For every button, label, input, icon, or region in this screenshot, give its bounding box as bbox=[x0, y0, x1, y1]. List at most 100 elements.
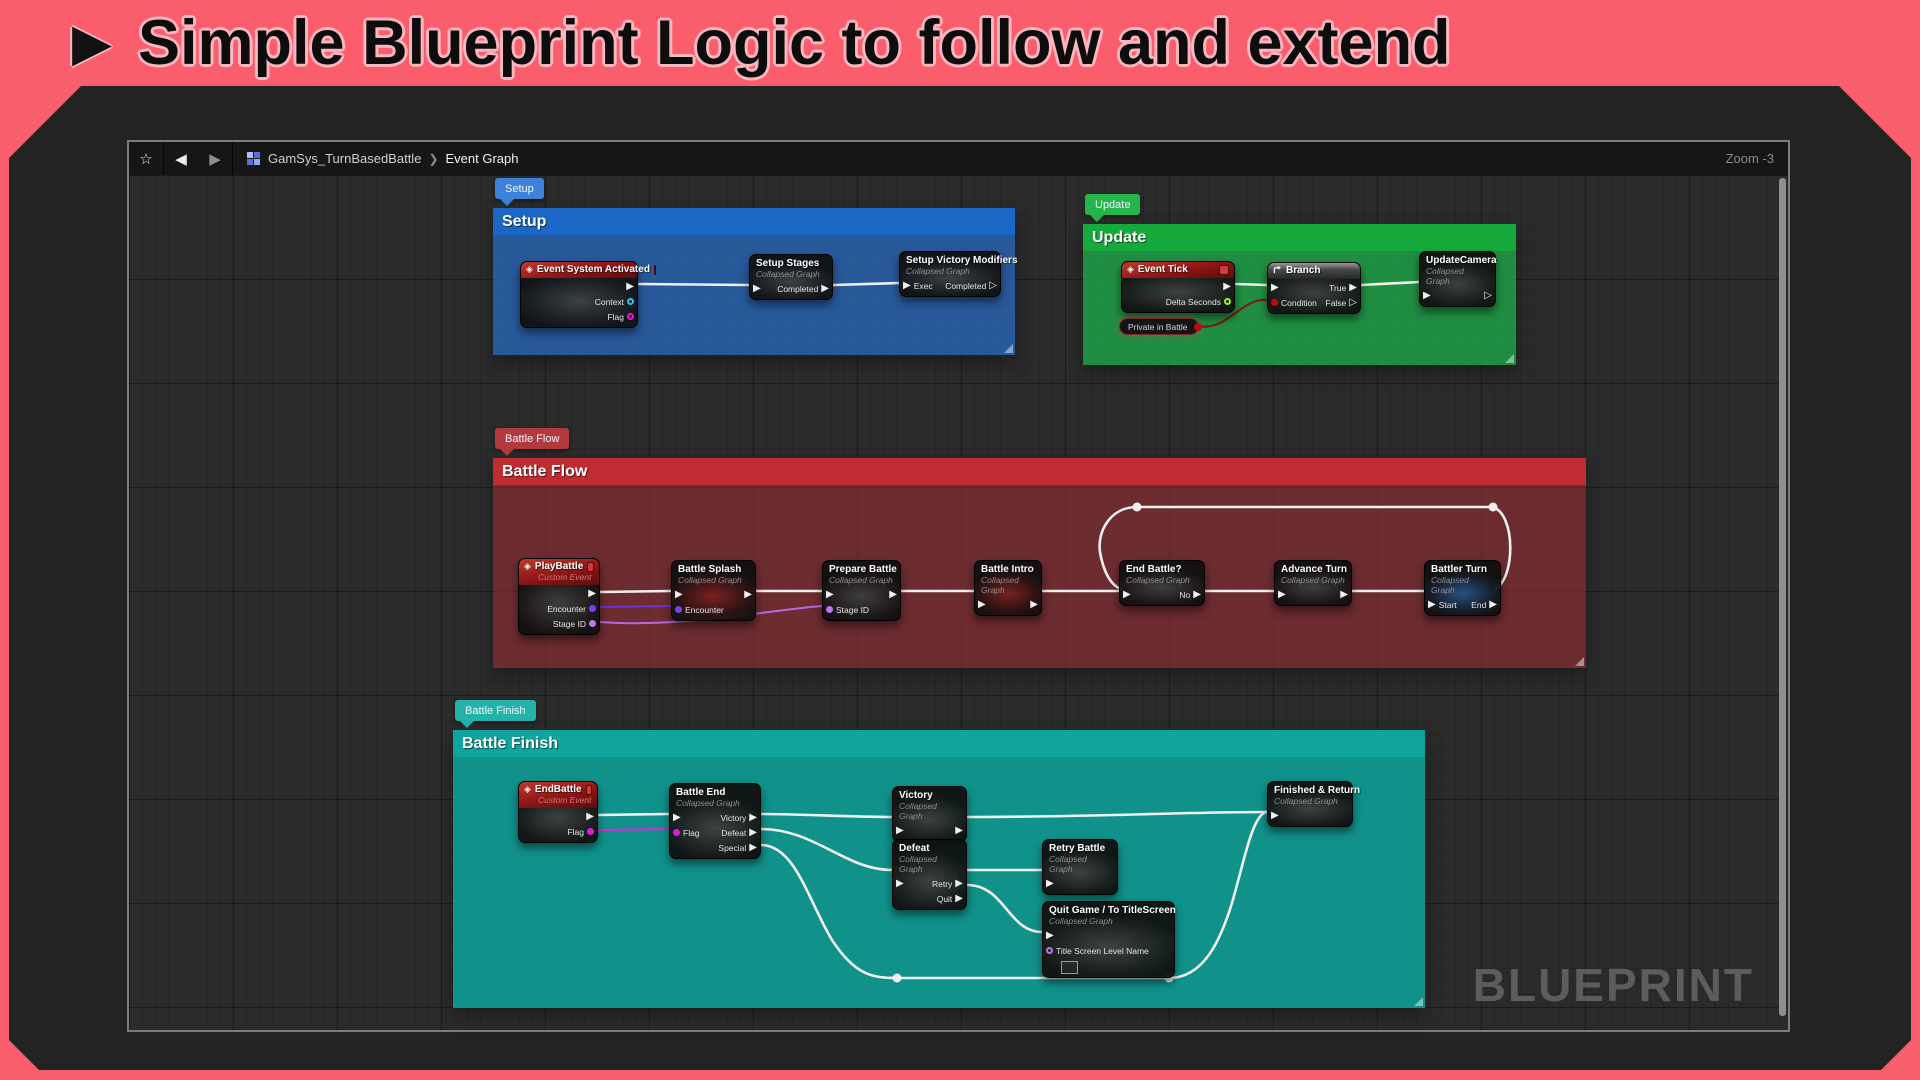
wire[interactable] bbox=[599, 605, 672, 608]
blueprint-watermark: BLUEPRINT bbox=[1472, 959, 1754, 1011]
comment-tab-setup[interactable]: Setup bbox=[495, 178, 544, 206]
comment-tab-update[interactable]: Update bbox=[1085, 194, 1141, 222]
exec-pin-retry[interactable]: ▶ bbox=[955, 877, 963, 889]
exec-pin-in[interactable]: ▶ bbox=[1423, 289, 1431, 301]
exec-pin-out[interactable]: ▶ bbox=[889, 588, 897, 600]
exec-pin-true[interactable]: ▶ bbox=[1349, 281, 1357, 293]
wire[interactable] bbox=[596, 812, 671, 817]
exec-pin-quit[interactable]: ▶ bbox=[955, 892, 963, 904]
wire[interactable] bbox=[1359, 280, 1421, 287]
exec-pin-special[interactable]: ▶ bbox=[749, 841, 757, 853]
node-event-tick[interactable]: ◈Event Tick▶Delta Seconds bbox=[1121, 261, 1235, 313]
wire[interactable] bbox=[598, 589, 673, 594]
exec-pin-out[interactable]: ▶ bbox=[626, 280, 634, 292]
exec-pin-in[interactable]: ▶ bbox=[896, 824, 904, 836]
favorite-star-icon[interactable]: ☆ bbox=[139, 150, 153, 168]
exec-pin-in[interactable]: ▶ bbox=[896, 877, 904, 889]
text-input-box[interactable] bbox=[1061, 961, 1078, 974]
data-pin-encounter[interactable] bbox=[589, 605, 596, 612]
exec-pin-out[interactable]: ▷ bbox=[1484, 289, 1492, 301]
exec-pin-victory[interactable]: ▶ bbox=[749, 811, 757, 823]
exec-pin-out[interactable]: ▶ bbox=[1340, 588, 1348, 600]
data-pin-flag[interactable] bbox=[627, 313, 634, 320]
data-pin-private-in-battle[interactable] bbox=[1194, 322, 1202, 331]
exec-pin-in[interactable]: ▶ bbox=[673, 811, 681, 823]
exec-pin-in[interactable]: ▶ bbox=[1046, 929, 1054, 941]
wire[interactable] bbox=[1098, 505, 1512, 591]
wire[interactable] bbox=[1196, 298, 1268, 328]
exec-pin-in[interactable]: ▶ bbox=[826, 588, 834, 600]
data-pin-encounter[interactable] bbox=[675, 606, 682, 613]
exec-pin-no[interactable]: ▶ bbox=[1193, 588, 1201, 600]
comment-tab-battle-finish[interactable]: Battle Finish bbox=[455, 700, 536, 728]
exec-pin-in[interactable]: ▶ bbox=[1271, 809, 1279, 821]
exec-pin-in[interactable]: ▶ bbox=[1046, 877, 1054, 889]
exec-pin-out[interactable]: ▶ bbox=[744, 588, 752, 600]
wire[interactable] bbox=[1233, 282, 1269, 287]
exec-pin-end[interactable]: ▶ bbox=[1489, 598, 1497, 610]
breadcrumb-asset[interactable]: GamSys_TurnBasedBattle bbox=[268, 151, 422, 166]
wire[interactable] bbox=[965, 810, 1269, 819]
pin-row: Title Screen Level Name bbox=[1043, 943, 1174, 958]
breadcrumb-graph[interactable]: Event Graph bbox=[445, 151, 519, 166]
data-pin-flag[interactable] bbox=[587, 828, 594, 835]
data-pin-stage-id[interactable] bbox=[826, 606, 833, 613]
back-arrow-icon[interactable]: ◀ bbox=[175, 150, 187, 168]
data-pin-condition[interactable] bbox=[1271, 299, 1278, 306]
exec-pin-out[interactable]: ▶ bbox=[1030, 598, 1038, 610]
wire[interactable] bbox=[965, 883, 1044, 934]
data-pin-delta-seconds[interactable] bbox=[1224, 298, 1231, 305]
node-private-in-battle[interactable]: Private in Battle bbox=[1119, 318, 1202, 335]
node-end-battle[interactable]: End Battle?Collapsed Graph▶No▶ bbox=[1119, 560, 1205, 606]
data-pin-flag[interactable] bbox=[673, 829, 680, 836]
wire[interactable] bbox=[759, 810, 1268, 980]
exec-pin-defeat[interactable]: ▶ bbox=[749, 826, 757, 838]
exec-pin-false[interactable]: ▷ bbox=[1349, 296, 1357, 308]
exec-pin-completed[interactable]: ▶ bbox=[821, 282, 829, 294]
exec-pin-in[interactable]: ▶ bbox=[1123, 588, 1131, 600]
forward-arrow-icon[interactable]: ▶ bbox=[209, 150, 221, 168]
exec-pin-in[interactable]: ▶ bbox=[1278, 588, 1286, 600]
exec-pin-out[interactable]: ▶ bbox=[588, 587, 596, 599]
data-pin-stage-id[interactable] bbox=[589, 620, 596, 627]
vertical-scrollbar[interactable] bbox=[1779, 178, 1786, 1016]
pin-row: ▶No▶ bbox=[1120, 587, 1204, 602]
wire[interactable] bbox=[597, 828, 670, 831]
exec-pin-out[interactable]: ▶ bbox=[1223, 280, 1231, 292]
exec-pin-exec[interactable]: ▶ bbox=[903, 279, 911, 291]
data-pin-context[interactable] bbox=[627, 298, 634, 305]
exec-pin-in[interactable]: ▶ bbox=[1271, 281, 1279, 293]
wire[interactable] bbox=[831, 281, 901, 287]
exec-pin-in[interactable]: ▶ bbox=[675, 588, 683, 600]
wire[interactable] bbox=[759, 827, 894, 872]
exec-pin-in[interactable]: ▶ bbox=[978, 598, 986, 610]
exec-pin-out[interactable]: ▶ bbox=[586, 810, 594, 822]
exec-pin-start[interactable]: ▶ bbox=[1428, 598, 1436, 610]
exec-pin-in[interactable]: ▶ bbox=[753, 282, 761, 294]
wire[interactable] bbox=[636, 282, 751, 287]
comment-tab-battle-flow[interactable]: Battle Flow bbox=[495, 428, 570, 456]
exec-pin-out[interactable]: ▶ bbox=[955, 824, 963, 836]
data-pin-title-screen-level-name[interactable] bbox=[1046, 947, 1053, 954]
exec-pin-completed[interactable]: ▷ bbox=[989, 279, 997, 291]
wire[interactable] bbox=[759, 812, 894, 819]
